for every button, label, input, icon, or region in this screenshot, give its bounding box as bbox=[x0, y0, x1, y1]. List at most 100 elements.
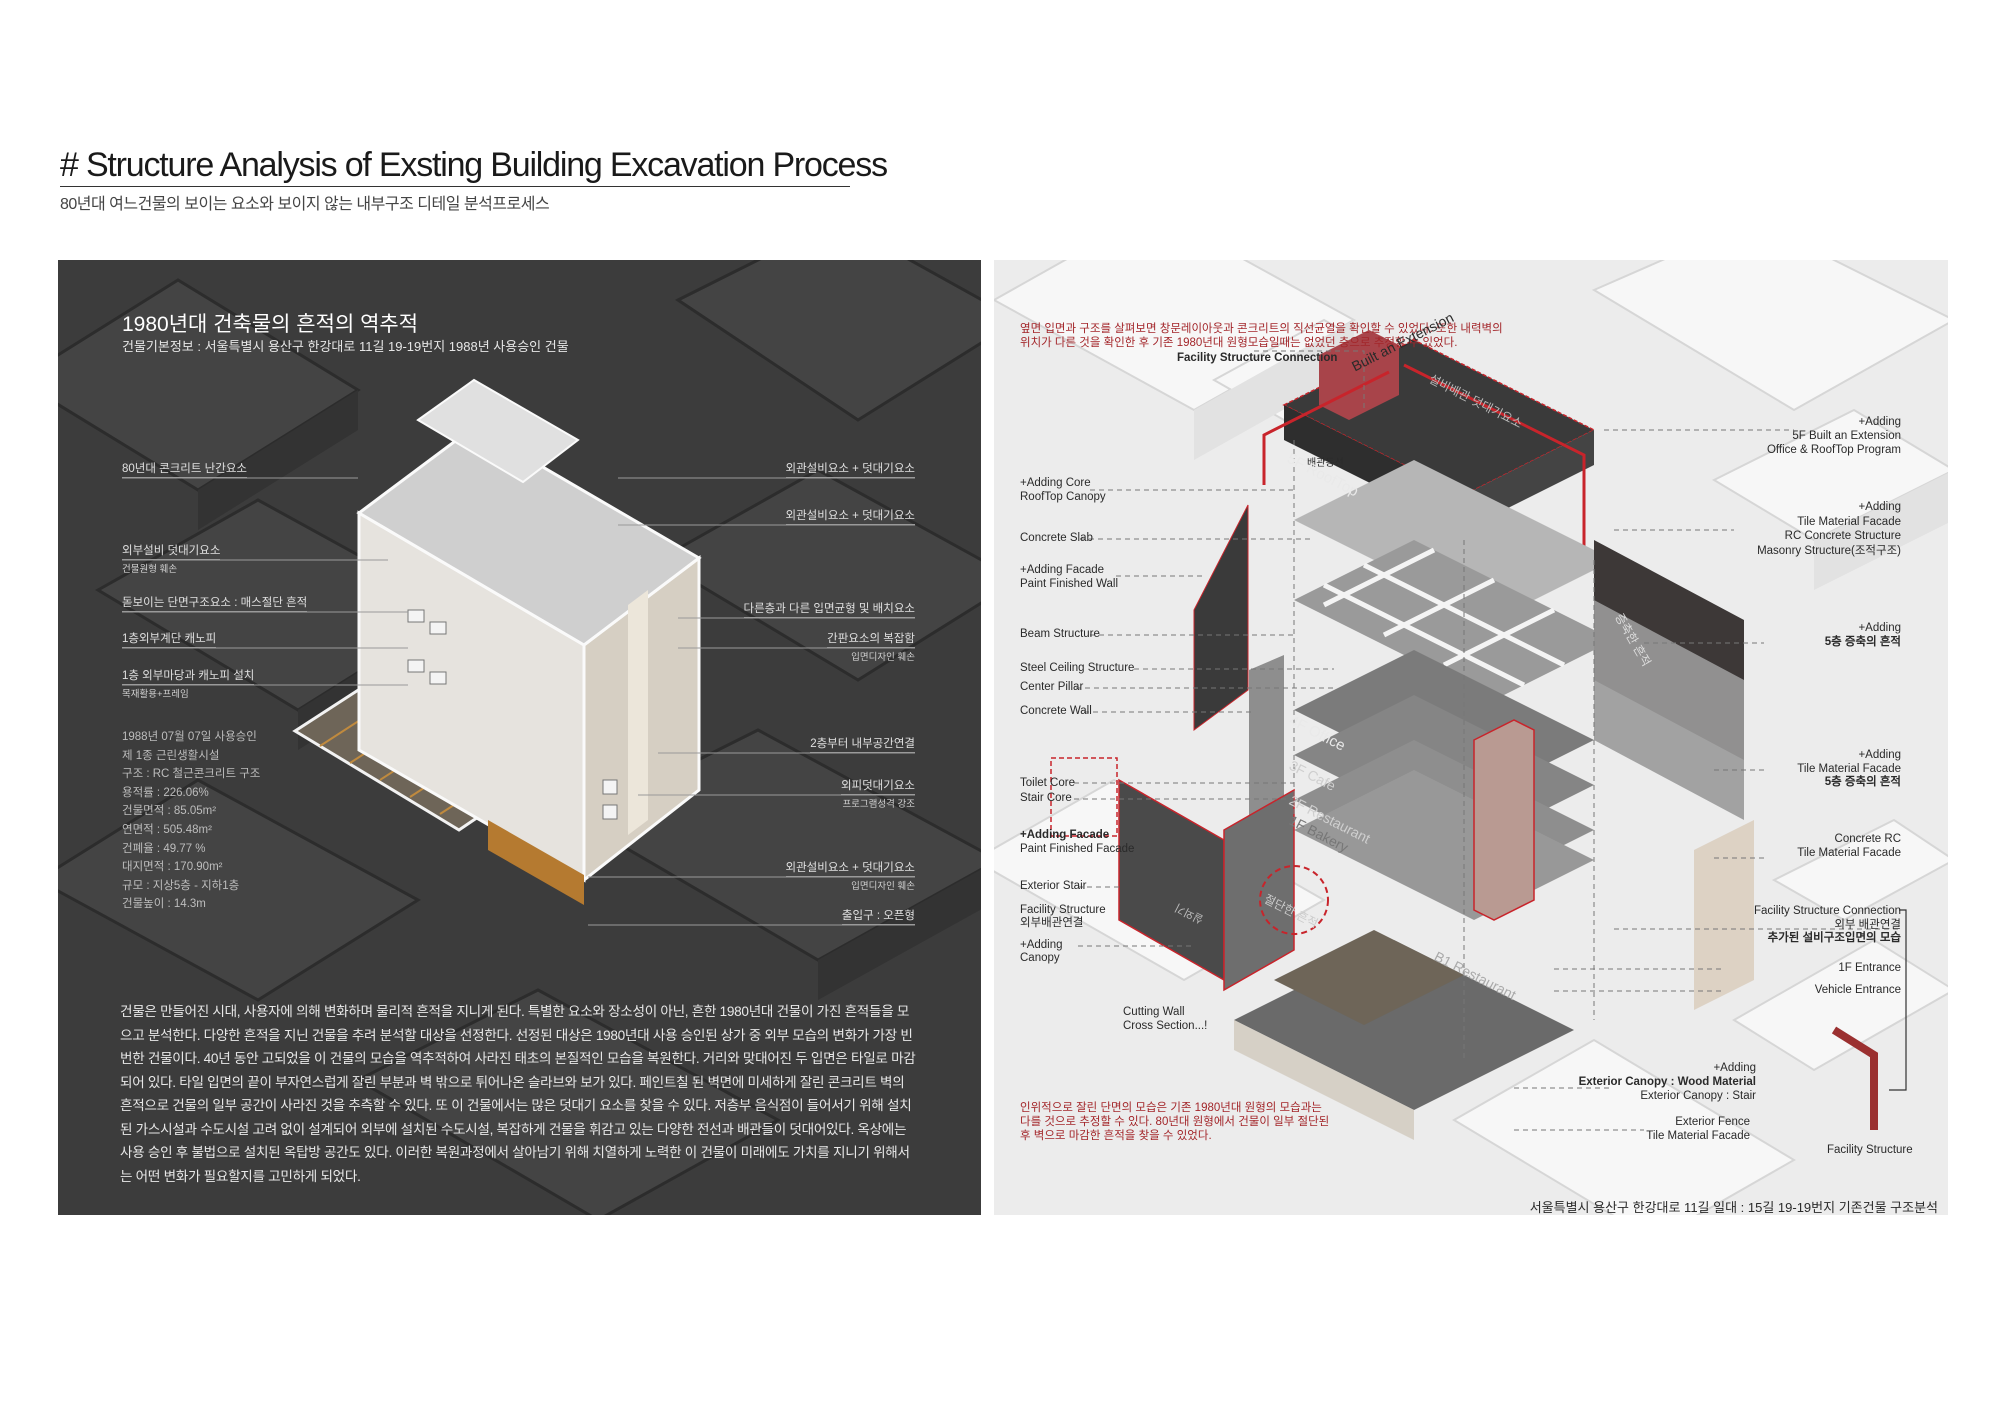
context-block bbox=[354, 988, 782, 1215]
label-line: +Adding Facade bbox=[1020, 829, 1110, 841]
context-block bbox=[1771, 818, 1948, 922]
label-line: Tile Material Facade bbox=[1646, 1129, 1750, 1142]
cutting-wall-callout bbox=[1050, 757, 1118, 837]
concrete-slab bbox=[1294, 460, 1614, 620]
context-block bbox=[655, 468, 981, 682]
left-label: 돋보이는 단면구조요소 : 매스절단 흔적 bbox=[122, 594, 308, 612]
exploded-structure-diagram bbox=[994, 260, 1948, 1215]
right-label-sub: 프로그램성격 강조 bbox=[842, 799, 915, 810]
facility-structure-pipe bbox=[1831, 1026, 1878, 1130]
label-line: +Adding Facade bbox=[1020, 564, 1105, 576]
label-exterior-stair: Exterior Stair bbox=[1020, 880, 1087, 892]
label-line: Masonry Structure(조적구조) bbox=[1757, 544, 1901, 557]
context-block-side bbox=[198, 390, 358, 530]
label-line: 후 벽으로 마감한 흔적을 찾을 수 있었다. bbox=[1020, 1130, 1212, 1142]
right-label: 다른층과 다른 입면균형 및 배치요소 bbox=[743, 600, 915, 618]
label-line: Cross Section...! bbox=[1123, 1020, 1208, 1032]
label-line: +Adding bbox=[1858, 416, 1901, 428]
page-title: # Structure Analysis of Exsting Building… bbox=[60, 146, 888, 184]
stat-item: 1988년 07월 07일 사용승인 bbox=[122, 731, 257, 743]
leader-lines bbox=[1074, 350, 1899, 1131]
paint-finished-wall bbox=[1193, 504, 1249, 731]
context-block-side bbox=[1814, 473, 1948, 590]
label-line: Tile Material Facade bbox=[1797, 762, 1901, 775]
right-label: 출입구 : 오픈형 bbox=[841, 907, 915, 925]
stat-item: 연면적 : 505.48m² bbox=[122, 824, 212, 836]
context-city-render bbox=[58, 260, 981, 1215]
pipe-route-line bbox=[1262, 370, 1390, 485]
exterior-fence bbox=[1234, 1020, 1414, 1140]
label-line: Facility Structure bbox=[1020, 904, 1106, 916]
right-label: 간판요소의 복잡함 bbox=[827, 630, 915, 648]
label-line: Exterior Fence bbox=[1675, 1116, 1750, 1128]
label-beam-structure: Beam Structure bbox=[1020, 628, 1100, 640]
label-line: 외부배관연결 bbox=[1020, 917, 1084, 929]
tile-facade-beige bbox=[1694, 820, 1754, 1010]
right-label: 2층부터 내부공간연결 bbox=[810, 735, 915, 753]
diagram-caption: 서울특별시 용산구 한강대로 11길 일대 : 15길 19-19번지 기존건물… bbox=[1529, 1200, 1938, 1215]
label-facility-structure-right: Facility Structure bbox=[1827, 1144, 1913, 1156]
label-line: 5층 증축의 흔적 bbox=[1824, 636, 1901, 648]
label-concrete-wall: Concrete Wall bbox=[1020, 705, 1092, 717]
context-block bbox=[58, 778, 421, 1002]
building-base-wood bbox=[488, 820, 584, 905]
label-line: +Adding bbox=[1858, 622, 1901, 634]
stat-item: 대지면적 : 170.90m² bbox=[122, 861, 223, 873]
stat-item: 제 1종 근린생활시설 bbox=[122, 750, 220, 762]
left-panel-building-analysis: 1980년대 건축물의 흔적의 역추적 건물기본정보 : 서울특별시 용산구 한… bbox=[58, 260, 981, 1215]
label-line: Exterior Canopy : Stair bbox=[1640, 1090, 1756, 1102]
label-line: Canopy bbox=[1020, 952, 1060, 964]
label-line: +Adding bbox=[1020, 939, 1063, 951]
label-vehicle-entrance: Vehicle Entrance bbox=[1814, 984, 1901, 996]
existing-building-axonometric bbox=[292, 378, 702, 905]
label-line: Office & RoofTop Program bbox=[1766, 444, 1901, 456]
label-1f-entrance: 1F Entrance bbox=[1838, 962, 1901, 974]
building-info: 건물기본정보 : 서울특별시 용산구 한강대로 11길 19-19번지 1988… bbox=[122, 339, 569, 354]
right-label-sub: 입면디자인 훼손 bbox=[851, 881, 915, 892]
pipe-route-label: 배관동선 bbox=[1307, 458, 1344, 469]
note-top-line: 위치가 다른 것을 확인한 후 기존 1980년대 원형모습일때는 없었던 층으… bbox=[1020, 337, 1458, 349]
label-line: 5F Built an Extension bbox=[1792, 430, 1901, 442]
tile-facade-strip bbox=[628, 590, 648, 835]
label-line: Exterior Canopy : Wood Material bbox=[1578, 1076, 1756, 1088]
label-line: 추가된 설비구조입면의 모습 bbox=[1767, 932, 1901, 944]
page-subtitle: 80년대 여느건물의 보이는 요소와 보이지 않는 내부구조 디테일 분석프로세… bbox=[60, 196, 550, 213]
left-label-sub: 목재활용+프레임 bbox=[122, 689, 189, 700]
label-line: Concrete RC bbox=[1834, 833, 1901, 845]
context-block bbox=[675, 260, 981, 422]
stat-item: 용적률 : 226.06% bbox=[122, 787, 209, 799]
left-label: 80년대 콘크리트 난간요소 bbox=[122, 460, 247, 478]
label-5f-trace: +Adding 5층 증축의 흔적 bbox=[1825, 621, 1901, 649]
note-top-line: 옆면 입면과 구조를 살펴보면 창문레이아웃과 콘크리트의 직선균열을 확인할 … bbox=[1020, 323, 1503, 335]
leader-lines bbox=[122, 477, 915, 926]
label-line: Stair Core bbox=[1020, 792, 1072, 804]
label-line: 5층 증축의 흔적 bbox=[1824, 776, 1901, 788]
label-line: 인위적으로 잘린 단면의 모습은 기존 1980년대 원형의 모습과는 bbox=[1020, 1102, 1322, 1114]
left-label: 1층 외부마당과 캐노피 설치 bbox=[122, 667, 255, 685]
label-line: RC Concrete Structure bbox=[1784, 530, 1901, 542]
right-label: 외관설비요소 + 덧대기요소 bbox=[785, 859, 915, 877]
exterior-canopy-wood bbox=[1274, 930, 1464, 1025]
label-line: 외부 배관연결 bbox=[1834, 918, 1901, 931]
right-label: 외피덧대기요소 bbox=[840, 777, 915, 795]
tile-facade-gray bbox=[1594, 600, 1744, 820]
label-line: Paint Finished Facade bbox=[1020, 843, 1135, 855]
left-label: 외부설비 덧대기요소 bbox=[122, 542, 221, 560]
label-line: Facility Structure Connection bbox=[1753, 905, 1901, 917]
label-center-pillar: Center Pillar bbox=[1020, 681, 1084, 693]
context-block bbox=[1711, 408, 1948, 542]
title-underline bbox=[60, 186, 850, 187]
context-block-side bbox=[818, 869, 981, 1000]
context-block-side bbox=[1194, 320, 1354, 460]
context-block bbox=[1452, 1038, 1796, 1215]
facility-connection-label: Facility Structure Connection bbox=[1177, 352, 1338, 364]
